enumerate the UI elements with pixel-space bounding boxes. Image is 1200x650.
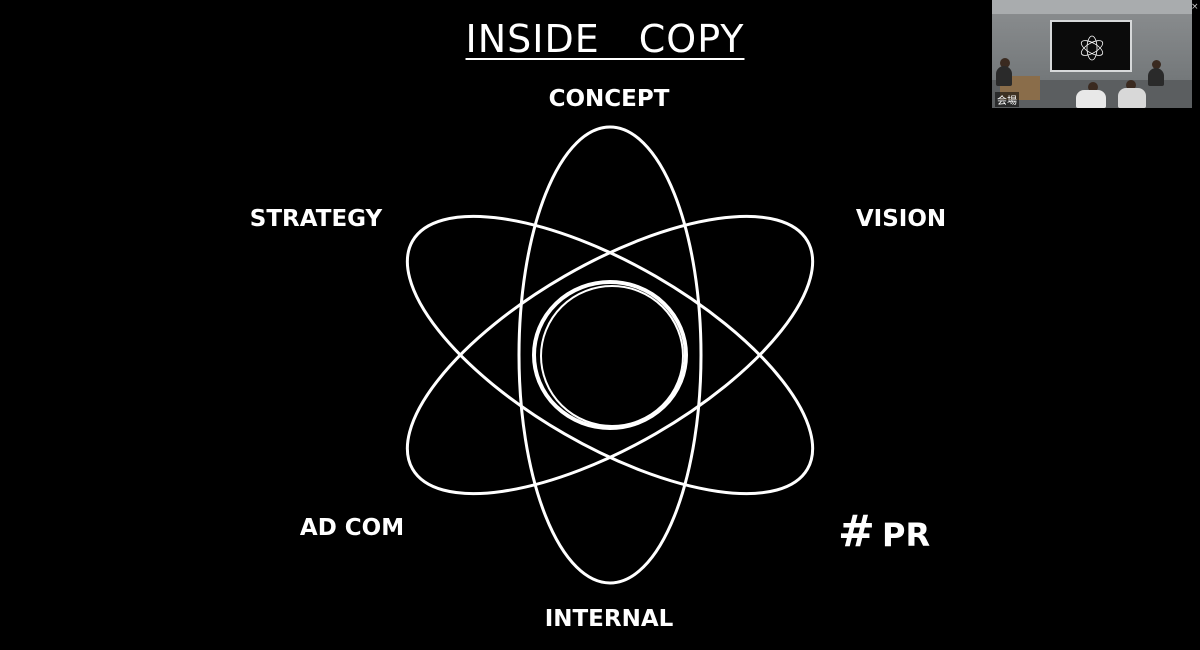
thumb-projector-screen bbox=[1050, 20, 1132, 72]
ellipse-diagonal-left bbox=[405, 214, 815, 496]
thumb-person bbox=[996, 66, 1012, 86]
close-icon[interactable]: × bbox=[1191, 2, 1199, 12]
thumb-head bbox=[1126, 80, 1136, 90]
center-circle-inner bbox=[540, 285, 684, 427]
ellipse-vertical bbox=[517, 125, 703, 585]
label-adcom: AD COM bbox=[299, 515, 405, 541]
thumb-caption: 会場 bbox=[995, 92, 1019, 107]
label-pr: PR bbox=[882, 516, 931, 554]
video-thumbnail[interactable]: 会場 bbox=[992, 0, 1192, 108]
thumb-person bbox=[1118, 88, 1146, 108]
hash-symbol: # bbox=[838, 506, 875, 557]
thumb-person bbox=[1148, 68, 1164, 86]
label-internal: INTERNAL bbox=[544, 606, 674, 632]
thumb-head bbox=[1088, 82, 1098, 92]
thumb-head bbox=[1152, 60, 1161, 69]
thumb-person bbox=[1076, 90, 1106, 108]
thumb-head bbox=[1000, 58, 1010, 68]
ellipse-diagonal-right bbox=[405, 214, 815, 496]
label-concept: CONCEPT bbox=[548, 86, 670, 112]
label-vision: VISION bbox=[855, 206, 947, 232]
label-strategy: STRATEGY bbox=[249, 206, 383, 232]
center-circle bbox=[532, 280, 688, 430]
slide-title-text: INSIDE COPY bbox=[465, 17, 745, 61]
slide-title: INSIDE COPY bbox=[0, 8, 1200, 63]
thumb-ceiling bbox=[992, 0, 1192, 14]
